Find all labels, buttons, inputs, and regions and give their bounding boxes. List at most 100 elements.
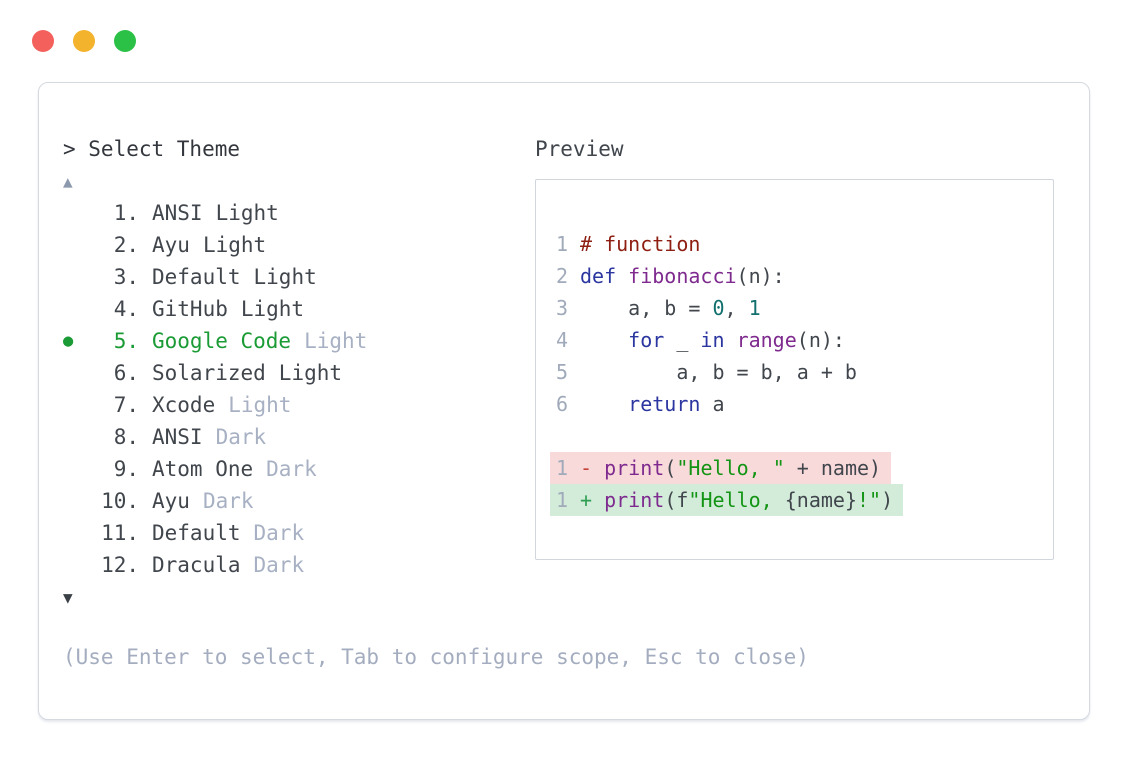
item-number: 3. [113,265,139,289]
code-token: for [628,328,665,352]
item-number: 11. [101,521,139,545]
item-number: 8. [113,425,139,449]
code-token: "Hello, " [676,456,785,480]
item-variant: Dark [253,553,305,577]
code-token: 1 [748,296,761,320]
theme-list-item-ansi-light[interactable]: 1. ANSI Light [63,197,535,229]
code-token: (n): [736,264,785,288]
item-name: Atom One [152,457,254,481]
item-number: 7. [113,393,139,417]
close-button[interactable] [32,30,54,52]
code-token: # function [580,232,701,256]
item-variant: Light [202,233,267,257]
code-line: 2 def fibonacci(n): [556,260,1053,292]
scroll-down-indicator[interactable]: ▼ [63,581,535,613]
maximize-button[interactable] [114,30,136,52]
diff-added-line: 1+ print(f"Hello, {name}!") [550,484,904,516]
theme-list: > Select Theme ▲ 1. ANSI Light 2. Ayu Li… [63,133,535,613]
theme-list-item-atom-one-dark[interactable]: 9. Atom One Dark [63,453,535,485]
preview-title-text: Preview [535,137,624,161]
diff-plus-sign: + [580,488,605,512]
code-token [580,392,628,416]
item-number: 1. [113,201,139,225]
code-token: print [604,488,665,512]
diff-removed-line: 1- print("Hello, " + name) [550,452,892,484]
item-number: 5. [113,329,139,353]
code-line: 4 for _ in range(n): [556,324,1053,356]
item-name: ANSI [152,201,203,225]
line-number: 2 [556,264,569,288]
footer-hint-text: (Use Enter to select, Tab to configure s… [63,645,809,669]
code-token: (n): [796,328,845,352]
item-variant: Light [304,329,368,353]
dialog-prompt: > Select Theme [63,133,535,165]
item-number: 4. [113,297,139,321]
code-token [580,328,628,352]
item-name: Solarized [152,361,266,385]
line-number: 6 [556,392,569,416]
theme-list-item-xcode-light[interactable]: 7. Xcode Light [63,389,535,421]
code-token: ) [881,488,894,512]
theme-list-item-ayu-light[interactable]: 2. Ayu Light [63,229,535,261]
theme-list-item-ansi-dark[interactable]: 8. ANSI Dark [63,421,535,453]
theme-list-item-google-code-light[interactable]: ● 5. Google Code Light [63,325,535,357]
code-token: 0 [712,296,725,320]
item-name: ANSI [152,425,203,449]
code-token: return [628,392,701,416]
theme-list-item-default-light[interactable]: 3. Default Light [63,261,535,293]
line-number: 4 [556,328,569,352]
item-variant: Light [278,361,343,385]
selected-bullet-icon: ● [63,331,74,351]
item-variant: Light [253,265,317,289]
item-number: 2. [113,233,139,257]
theme-list-item-github-light[interactable]: 4. GitHub Light [63,293,535,325]
theme-list-item-default-dark[interactable]: 11. Default Dark [63,517,535,549]
prompt-text: > Select Theme [63,137,241,161]
item-name: GitHub [152,297,228,321]
item-name: Default [152,265,241,289]
theme-picker-dialog: > Select Theme ▲ 1. ANSI Light 2. Ayu Li… [38,82,1090,720]
code-token: range [736,328,797,352]
code-token: a, b = [580,296,713,320]
theme-list-item-solarized-light[interactable]: 6. Solarized Light [63,357,535,389]
code-token [725,328,737,352]
code-token: (f [664,488,689,512]
item-variant: Dark [202,489,254,513]
code-token: def [580,264,617,288]
code-token: in [700,328,725,352]
item-number: 9. [113,457,139,481]
code-token: print [604,456,665,480]
item-variant: Dark [253,521,305,545]
item-name: Ayu [152,489,190,513]
theme-list-item-ayu-dark[interactable]: 10. Ayu Dark [63,485,535,517]
code-line: 5 a, b = b, a + b [556,356,1053,388]
code-line: 1 # function [556,228,1053,260]
triangle-down-icon: ▼ [63,587,73,607]
item-variant: Light [240,297,305,321]
item-name: Ayu [152,233,190,257]
scroll-up-indicator[interactable]: ▲ [63,165,535,197]
theme-list-item-dracula-dark[interactable]: 12. Dracula Dark [63,549,535,581]
item-variant: Dark [266,457,317,481]
item-variant: Dark [215,425,267,449]
window-controls [32,30,136,52]
minimize-button[interactable] [73,30,95,52]
item-number: 12. [101,553,139,577]
line-number: 3 [556,296,569,320]
code-token: a, b = b, a + b [580,360,857,384]
code-token: "Hello, [688,488,785,512]
code-line: 3 a, b = 0, 1 [556,292,1053,324]
item-name: Default [152,521,241,545]
triangle-up-icon: ▲ [63,171,73,191]
code-token: {name} [784,488,857,512]
code-token: fibonacci [628,264,737,288]
code-line: 6 return a [556,388,1053,420]
code-token: !" [856,488,882,512]
line-number: 1 [556,232,569,256]
code-token [616,264,628,288]
item-name: Google Code [152,329,292,353]
footer-hint: (Use Enter to select, Tab to configure s… [63,641,1065,673]
line-number: 5 [556,360,569,384]
